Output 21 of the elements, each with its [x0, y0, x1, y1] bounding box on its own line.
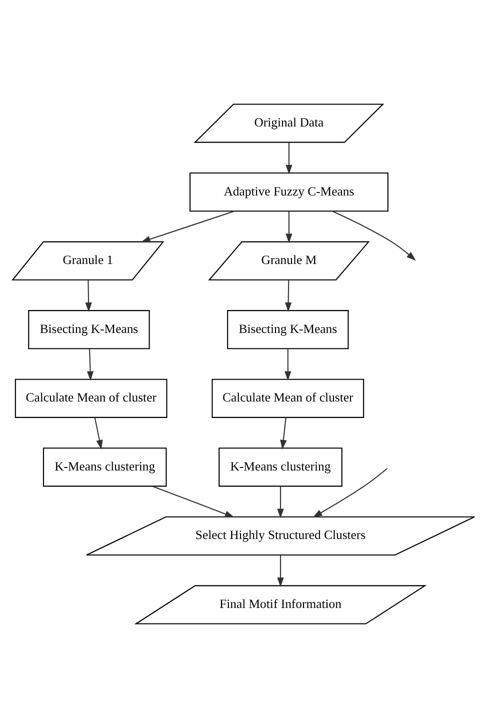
arrow [277, 486, 284, 518]
arrow [140, 210, 235, 242]
node-box: K-Means clustering [218, 447, 342, 486]
arrow [332, 210, 416, 260]
arrow [286, 142, 292, 174]
node-box: Bisecting K-Means [227, 310, 349, 349]
node-box: K-Means clustering [42, 447, 167, 486]
arrow [94, 417, 103, 449]
arrow [280, 417, 287, 450]
arrow [312, 467, 388, 517]
arrow [152, 485, 234, 517]
arrow [85, 280, 92, 312]
node-box: Bisecting K-Means [28, 310, 150, 349]
arrow [86, 348, 94, 380]
arrow [286, 210, 292, 243]
arrow [284, 280, 292, 312]
node-box: Adaptive Fuzzy C-Means [190, 172, 388, 212]
node-box: Calculate Mean of cluster [14, 378, 168, 418]
node-box: Calculate Mean of cluster [212, 378, 364, 418]
arrow [284, 348, 292, 380]
arrow [277, 554, 284, 587]
